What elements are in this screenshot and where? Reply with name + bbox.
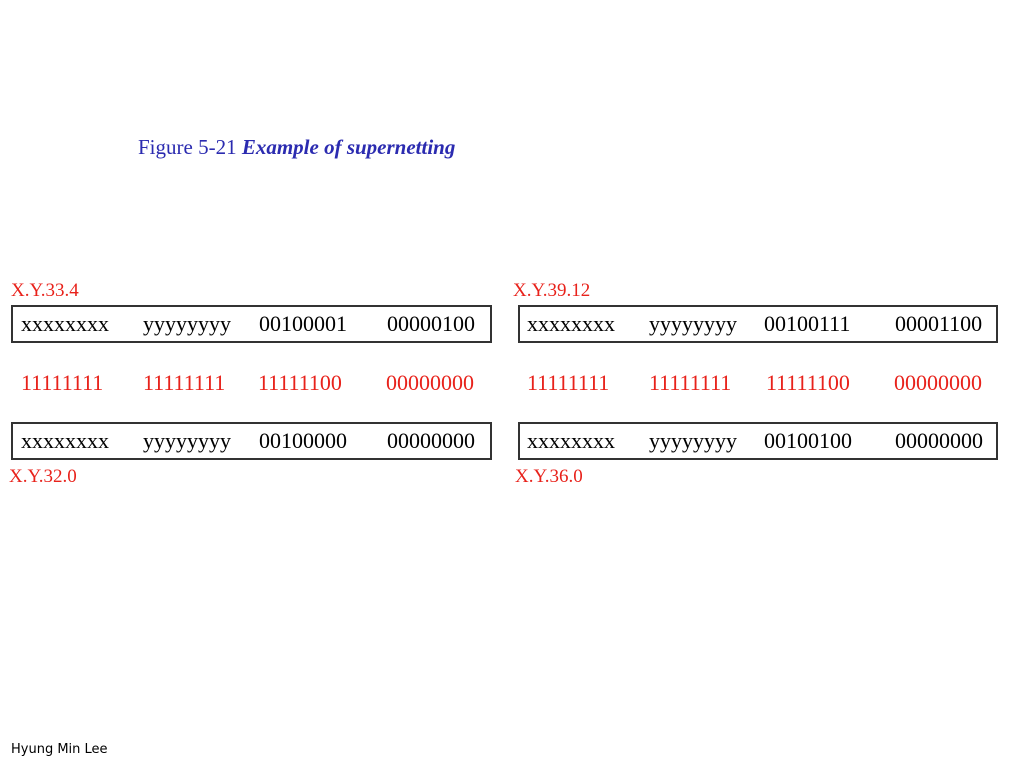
right-mask-octet-4: 00000000	[894, 370, 982, 395]
right-source-address-label: X.Y.39.12	[513, 280, 591, 301]
left-result-octet-3: 00100000	[259, 428, 347, 453]
left-mask-octet-3: 11111100	[258, 370, 342, 395]
left-mask-octet-4: 00000000	[386, 370, 474, 395]
figure-title: Figure 5-21 Example of supernetting	[138, 135, 455, 160]
right-mask-row: 11111111 11111111 11111100 00000000	[518, 364, 998, 402]
right-result-row: xxxxxxxx yyyyyyyy 00100100 00000000	[518, 422, 998, 460]
right-result-octet-4: 00000000	[895, 428, 983, 453]
left-address-octet-3: 00100001	[259, 311, 347, 336]
figure-number: Figure 5-21	[138, 135, 237, 159]
left-address-row: xxxxxxxx yyyyyyyy 00100001 00000100	[11, 305, 492, 343]
left-address-octet-2: yyyyyyyy	[143, 311, 231, 336]
left-address-octet-4: 00000100	[387, 311, 475, 336]
left-result-octet-1: xxxxxxxx	[21, 428, 109, 453]
right-mask-octet-2: 11111111	[649, 370, 732, 395]
author-footer: Hyung Min Lee	[11, 742, 108, 757]
left-mask-octet-1: 11111111	[21, 370, 104, 395]
right-network-address-label: X.Y.36.0	[515, 466, 583, 487]
right-address-row: xxxxxxxx yyyyyyyy 00100111 00001100	[518, 305, 998, 343]
left-source-address-label: X.Y.33.4	[11, 280, 79, 301]
left-address-octet-1: xxxxxxxx	[21, 311, 109, 336]
right-address-octet-1: xxxxxxxx	[527, 311, 615, 336]
figure-caption: Example of supernetting	[241, 135, 456, 159]
right-mask-octet-1: 11111111	[527, 370, 610, 395]
right-result-octet-2: yyyyyyyy	[649, 428, 737, 453]
right-address-octet-4: 00001100	[895, 311, 983, 336]
left-result-octet-2: yyyyyyyy	[143, 428, 231, 453]
right-address-octet-2: yyyyyyyy	[649, 311, 737, 336]
left-result-octet-4: 00000000	[387, 428, 475, 453]
left-network-address-label: X.Y.32.0	[9, 466, 77, 487]
right-address-octet-3: 00100111	[764, 311, 851, 336]
left-result-row: xxxxxxxx yyyyyyyy 00100000 00000000	[11, 422, 492, 460]
left-mask-row: 11111111 11111111 11111100 00000000	[11, 364, 492, 402]
right-result-octet-1: xxxxxxxx	[527, 428, 615, 453]
right-result-octet-3: 00100100	[764, 428, 852, 453]
left-mask-octet-2: 11111111	[143, 370, 226, 395]
right-mask-octet-3: 11111100	[766, 370, 850, 395]
